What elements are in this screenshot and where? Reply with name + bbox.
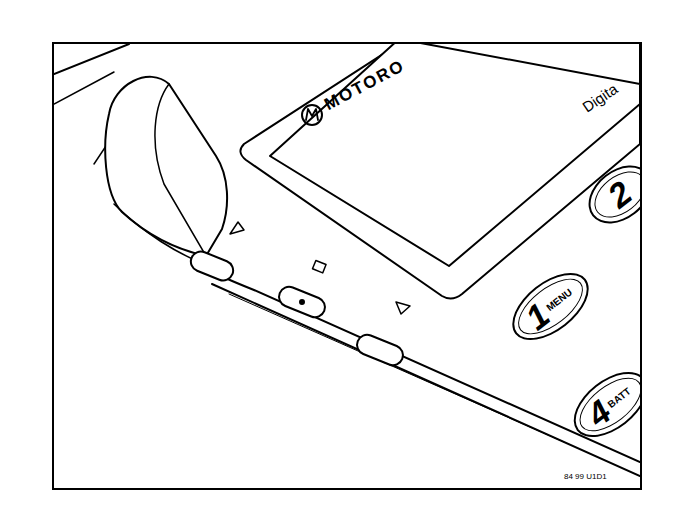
key-digit: 2 <box>601 173 640 215</box>
keypad-key: 1MENU <box>500 259 600 352</box>
keypad-key: 4BATT <box>561 359 642 450</box>
figure-frame: 1MENU24BATTMOTORODigita84 99 U1D1 <box>52 42 642 490</box>
figure-code: 84 99 U1D1 <box>564 472 607 481</box>
key-caption: MENU <box>544 286 573 312</box>
key-caption: BATT <box>605 385 632 409</box>
phone-illustration <box>54 44 640 488</box>
